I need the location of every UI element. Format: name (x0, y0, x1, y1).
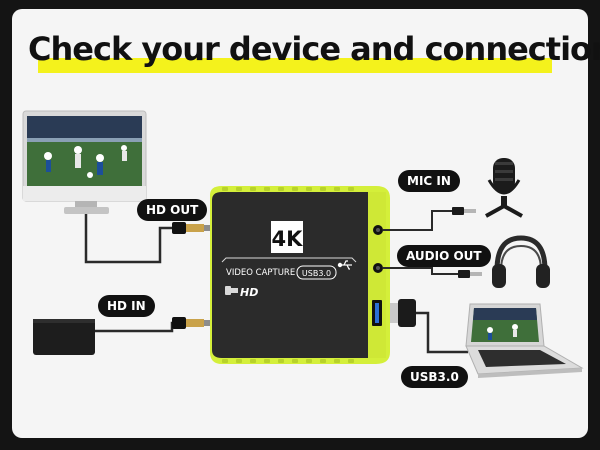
mic-in-cable (383, 210, 452, 231)
monitor-icon (22, 110, 147, 214)
hd-out-connector (172, 222, 210, 234)
label-mic-in: MIC IN (398, 170, 460, 192)
laptop-icon (465, 303, 584, 378)
headphones-icon (492, 235, 550, 288)
label-audio-out: AUDIO OUT (397, 245, 491, 267)
mic-in-plug (452, 207, 476, 215)
model-label: VIDEO CAPTURE (226, 268, 295, 278)
capture-device (210, 186, 390, 364)
hd-out-cable (84, 214, 178, 264)
card (12, 9, 588, 438)
usb-badge-frame (296, 265, 337, 280)
headline: Check your device and connection (28, 30, 600, 68)
hd-in-connector (172, 317, 210, 329)
usb-plug (390, 299, 416, 327)
hd-logo: HD (240, 286, 258, 299)
usb-cable (416, 311, 468, 354)
label-usb: USB3.0 (401, 366, 468, 388)
usb-badge: USB3.0 (302, 269, 331, 278)
4k-badge-text: 4K (272, 227, 304, 251)
headline-highlight (38, 58, 552, 73)
label-hd-out: HD OUT (137, 199, 208, 221)
hd-cable-glyph (225, 286, 238, 295)
4k-badge (271, 221, 303, 253)
audio-out-cable (383, 267, 458, 275)
usb-icon (337, 260, 352, 270)
audio-out-plug (458, 270, 482, 278)
label-hd-in: HD IN (98, 295, 155, 317)
game-console-icon (33, 319, 95, 355)
microphone-icon (485, 158, 523, 218)
model-label-line (221, 257, 357, 263)
